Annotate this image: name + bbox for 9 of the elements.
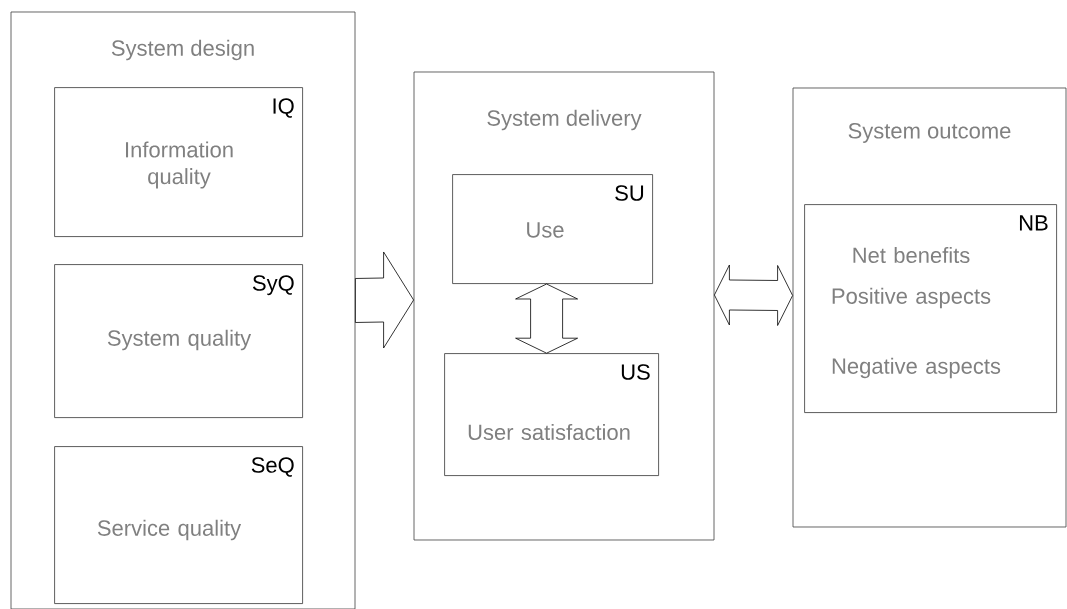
block-arrow	[714, 264, 793, 326]
block-arrow	[355, 251, 414, 349]
process-box: NB Net benefits Positive aspects Negative aspects	[804, 204, 1057, 413]
process-box: SU Use	[452, 174, 653, 284]
process-box: SeQ Service quality	[54, 446, 303, 604]
block-arrow	[515, 283, 578, 354]
process-box: IQ Information quality	[54, 87, 303, 237]
process-box: SyQ System quality	[54, 264, 303, 418]
process-box: US User satisfaction	[444, 353, 659, 476]
